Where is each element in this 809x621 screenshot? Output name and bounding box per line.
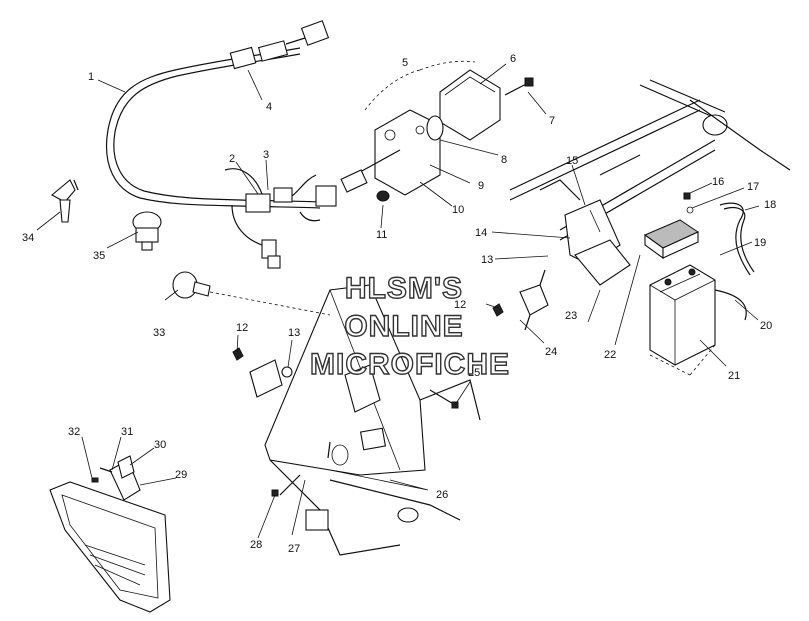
callout-26: 26 <box>436 489 448 501</box>
callout-9: 9 <box>478 180 484 192</box>
callout-14: 14 <box>475 227 487 239</box>
callout-31: 31 <box>121 426 133 438</box>
callout-15: 15 <box>566 155 578 167</box>
callout-35: 35 <box>93 250 105 262</box>
callout-21: 21 <box>728 370 740 382</box>
callout-7: 7 <box>549 115 555 127</box>
callout-3: 3 <box>263 149 269 161</box>
callout-33: 33 <box>153 327 165 339</box>
watermark-line-2: ONLINE <box>344 310 463 343</box>
callout-13-right: 13 <box>481 254 493 266</box>
tail-light-assembly <box>340 60 534 202</box>
watermark-line-1: HLSM'S <box>345 272 463 305</box>
callout-22: 22 <box>604 349 616 361</box>
callout-34: 34 <box>22 232 34 244</box>
callout-32: 32 <box>68 426 80 438</box>
callout-2: 2 <box>229 153 235 165</box>
callout-17: 17 <box>747 181 759 193</box>
callout-24: 24 <box>545 346 557 358</box>
callout-13-left: 13 <box>288 327 300 339</box>
callout-28: 28 <box>250 539 262 551</box>
callout-labels: 1 2 3 4 5 6 7 8 9 10 11 12 12 13 13 14 1… <box>22 53 776 555</box>
battery-assembly <box>643 192 755 376</box>
callout-12-left: 12 <box>236 322 248 334</box>
callout-12-right: 12 <box>454 299 466 311</box>
callout-11: 11 <box>376 229 387 241</box>
callout-10: 10 <box>452 204 464 216</box>
callout-6: 6 <box>510 53 516 65</box>
callout-20: 20 <box>760 320 772 332</box>
watermark-line-3: MICROFICHE <box>310 348 510 381</box>
callout-23: 23 <box>565 310 577 322</box>
loose-parts <box>51 179 331 316</box>
wiring-harness <box>106 20 337 269</box>
callout-27: 27 <box>288 543 300 555</box>
callout-29: 29 <box>175 469 187 481</box>
mud-flap <box>49 455 171 613</box>
frame <box>492 79 791 331</box>
callout-16: 16 <box>712 176 724 188</box>
callout-8: 8 <box>501 154 507 166</box>
mounting-plate <box>264 284 481 556</box>
callout-18: 18 <box>764 199 776 211</box>
callout-30: 30 <box>154 439 166 451</box>
callout-4: 4 <box>266 101 272 113</box>
callout-5: 5 <box>402 57 408 69</box>
leader-lines <box>36 63 760 539</box>
watermark: HLSM'S ONLINE MICROFICHE <box>309 271 510 381</box>
relay-module <box>232 347 293 398</box>
callout-1: 1 <box>88 71 94 83</box>
callout-19: 19 <box>754 237 766 249</box>
callout-25: 25 <box>468 367 480 379</box>
